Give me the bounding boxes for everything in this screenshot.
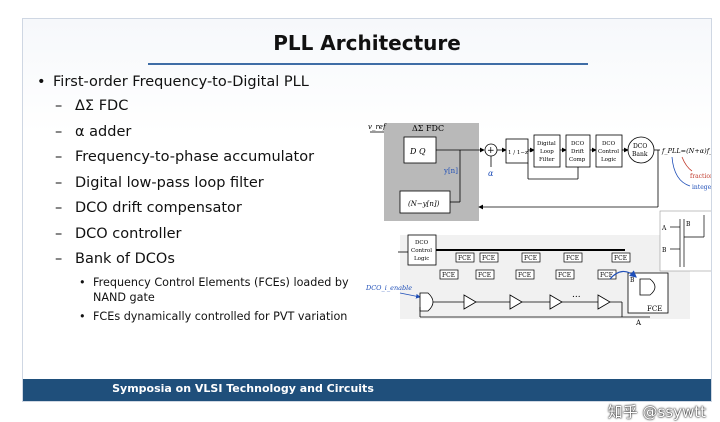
loop-filter-line2: Loop bbox=[540, 149, 554, 155]
control-logic-line3: Logic bbox=[601, 157, 616, 163]
vref-label: v_ref bbox=[368, 123, 387, 131]
fce-label: FCE bbox=[566, 255, 579, 262]
fce-nand-gate bbox=[639, 278, 656, 296]
transistor-b-mid: B bbox=[662, 247, 667, 254]
fce-detail-label: FCE bbox=[647, 305, 662, 313]
control-logic-block bbox=[595, 134, 623, 168]
nand-gate-in bbox=[419, 292, 434, 312]
yn-label: y[n] bbox=[443, 167, 458, 175]
transistor-a-top: A bbox=[661, 225, 667, 232]
inverter-1 bbox=[463, 294, 477, 310]
bullet-list: First-order Frequency-to-Digital PLL ΔΣ … bbox=[33, 71, 363, 327]
pll-block-diagram: v_ref ΔΣ FDC D Q y[n] (N−y[n]) + α 1 / 1… bbox=[365, 123, 712, 327]
integer-label: integer bbox=[692, 184, 712, 191]
dff-block bbox=[403, 136, 437, 164]
title-underline bbox=[148, 63, 588, 65]
fpll-label: f_PLL=(N+α)f_ref bbox=[661, 147, 712, 155]
fdc-label: ΔΣ FDC bbox=[412, 124, 444, 133]
dco-bank-circle bbox=[627, 136, 655, 164]
drift-comp-line2: Drift bbox=[571, 149, 585, 155]
dco-bank-line1: DCO bbox=[633, 143, 647, 150]
fce-label: FCE bbox=[518, 272, 531, 279]
loop-filter-line3: Filter bbox=[539, 157, 555, 163]
alpha-label: α bbox=[488, 169, 494, 178]
bullet-subitem: DCO drift compensator bbox=[33, 196, 363, 222]
bullet-subsubitem: Frequency Control Elements (FCEs) loaded… bbox=[33, 275, 363, 306]
transistor-b-top: B bbox=[686, 221, 691, 228]
dco-enable-label: DCO_i_enable bbox=[365, 284, 412, 292]
slide-title: PLL Architecture bbox=[273, 31, 461, 55]
bullet-subitem: α adder bbox=[33, 120, 363, 146]
nyn-label: (N−y[n]) bbox=[408, 200, 440, 208]
adder-plus: + bbox=[487, 146, 495, 156]
slide: PLL Architecture First-order Frequency-t… bbox=[22, 18, 712, 402]
fraction-label: fraction bbox=[690, 173, 712, 180]
a-label: A bbox=[635, 319, 642, 327]
footer-bar: Symposia on VLSI Technology and Circuits bbox=[23, 379, 711, 401]
bullet-subitem: Frequency-to-phase accumulator bbox=[33, 145, 363, 171]
bullet-item: First-order Frequency-to-Digital PLL bbox=[33, 71, 363, 94]
bullet-subsubitem: FCEs dynamically controlled for PVT vari… bbox=[33, 309, 363, 325]
fce-label: FCE bbox=[482, 255, 495, 262]
loop-filter-line1: Digital bbox=[537, 141, 556, 147]
control-logic-line2: Control bbox=[598, 149, 619, 155]
bullet-subitem: Digital low-pass loop filter bbox=[33, 171, 363, 197]
bullet-subitem: ΔΣ FDC bbox=[33, 94, 363, 120]
inverter-2 bbox=[509, 294, 523, 310]
fce-label: FCE bbox=[600, 272, 613, 279]
fce-label: FCE bbox=[442, 272, 455, 279]
drift-comp-line3: Comp bbox=[569, 157, 586, 163]
fce-label: FCE bbox=[558, 272, 571, 279]
footer-text: Symposia on VLSI Technology and Circuits bbox=[112, 382, 374, 395]
fce-label: FCE bbox=[478, 272, 491, 279]
ctrl2-line2: Control bbox=[411, 248, 432, 254]
drift-comp-line1: DCO bbox=[571, 141, 585, 147]
control-logic-line1: DCO bbox=[602, 141, 616, 147]
dco-bank-line2: Bank bbox=[632, 151, 648, 158]
ctrl2-line3: Logic bbox=[414, 256, 429, 262]
dq-label: D Q bbox=[409, 147, 426, 156]
fce-label: FCE bbox=[458, 255, 471, 262]
fce-label: FCE bbox=[524, 255, 537, 262]
watermark: 知乎 @ssywtt bbox=[607, 403, 706, 421]
ctrl2-line1: DCO bbox=[415, 240, 429, 246]
b-label: B bbox=[630, 277, 635, 284]
inverter-3 bbox=[549, 294, 563, 310]
drift-comp-block bbox=[565, 134, 591, 168]
loop-filter-block bbox=[533, 134, 561, 168]
integrator-block bbox=[505, 138, 529, 164]
inverter-4 bbox=[597, 294, 611, 310]
bullet-subitem: Bank of DCOs bbox=[33, 247, 363, 273]
bullet-subitem: DCO controller bbox=[33, 222, 363, 248]
fce-label: FCE bbox=[614, 255, 627, 262]
integrator-label: 1 / 1−z⁻¹ bbox=[508, 149, 533, 156]
transistor-detail-box bbox=[659, 210, 711, 272]
ellipsis: ... bbox=[572, 290, 581, 300]
